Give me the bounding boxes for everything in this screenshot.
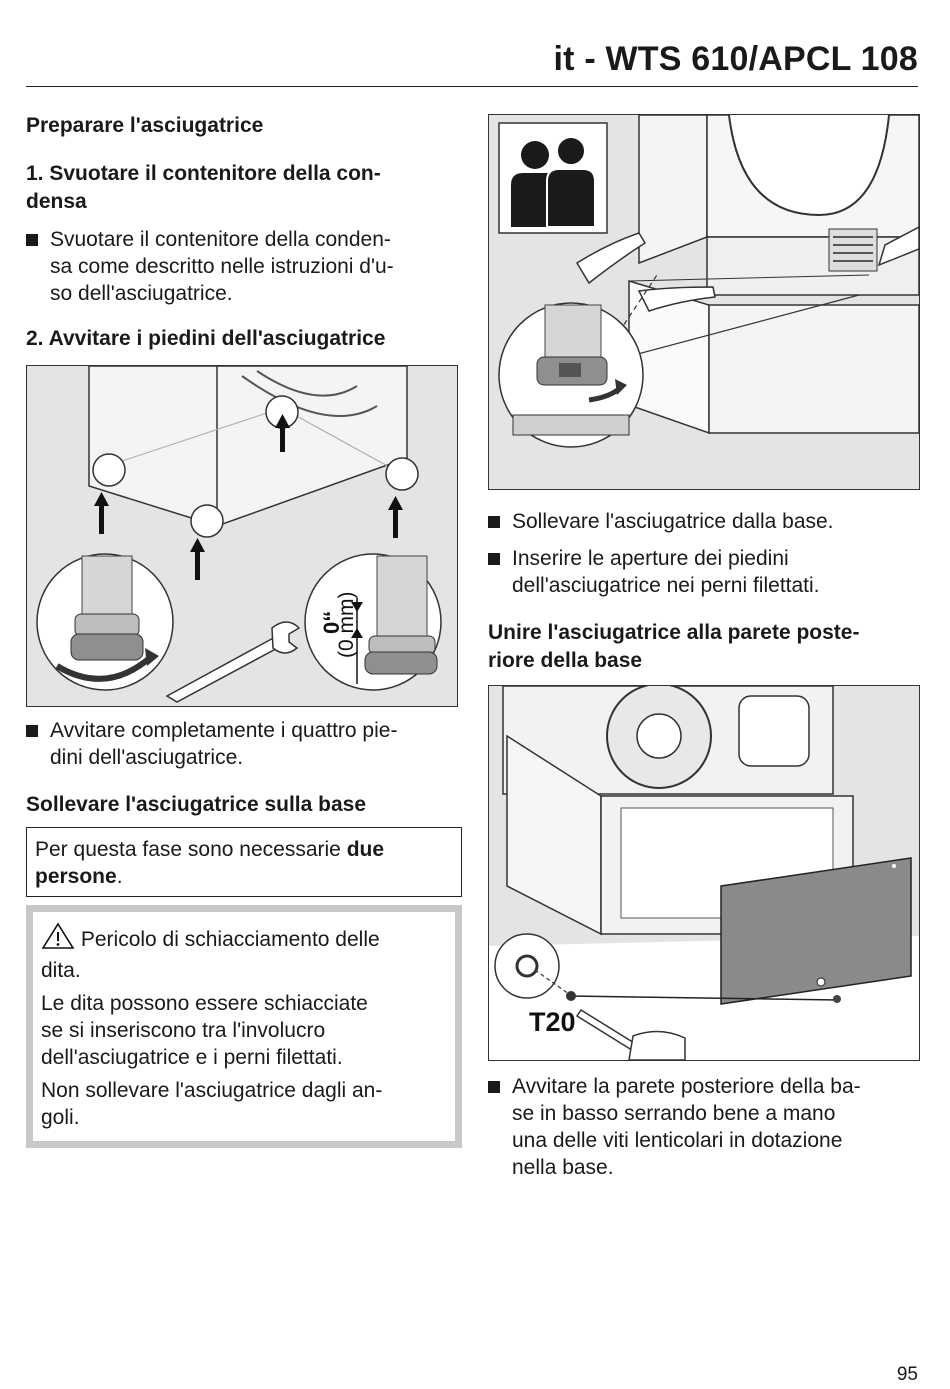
warning-box: Pericolo di schiacciamento delle dita. L…	[26, 905, 462, 1148]
right-bullet2: Inserire le aperture dei piedini dell'as…	[488, 545, 920, 599]
right-bullet3-line1: Avvitare la parete posteriore della ba-	[512, 1075, 861, 1098]
warning-p2-line3: dell'asciugatrice e i perni filettati.	[41, 1046, 343, 1069]
right-bullet2-line2: dell'asciugatrice nei perni filettati.	[512, 574, 820, 597]
join-heading-line2: riore della base	[488, 649, 643, 672]
warning-p2-line1: Le dita possono essere schiacciate	[41, 992, 368, 1015]
figure-rear-panel-illustration: T20	[489, 686, 919, 1060]
warning-p2-line2: se si inseriscono tra l'involucro	[41, 1019, 326, 1042]
right-bullet3-line2: se in basso serrando bene a mano	[512, 1102, 836, 1125]
step2-bullet-line2: dini dell'asciugatrice.	[50, 746, 244, 769]
warning-p3-line1: Non sollevare l'asciugatrice dagli an-	[41, 1079, 383, 1102]
step1-bullet-line2: sa come descritto nelle istruzioni d'u-	[50, 255, 394, 278]
two-persons-icon	[511, 136, 596, 228]
warning-p3-line2: goli.	[41, 1106, 80, 1129]
step1-bullet-line3: so dell'asciugatrice.	[50, 282, 233, 305]
step1-bullet: Svuotare il contenitore della conden- sa…	[26, 226, 462, 307]
figure3-label-t20: T20	[529, 1007, 576, 1037]
step1-heading-line1: 1. Svuotare il contenitore della con-	[26, 162, 381, 185]
step2-bullet-line1: Avvitare completamente i quattro pie-	[50, 719, 398, 742]
step2-heading: 2. Avvitare i piedini dell'asciugatrice	[26, 327, 386, 350]
join-heading: Unire l'asciugatrice alla parete poste- …	[488, 619, 920, 675]
right-column: Sollevare l'asciugatrice dalla base. Ins…	[488, 114, 920, 1181]
figure-screw-feet: 0“ (0 mm)	[26, 365, 458, 707]
header-rule	[26, 86, 918, 87]
note-bold-persone: persone	[35, 865, 117, 888]
step1-heading: 1. Svuotare il contenitore della con- de…	[26, 160, 462, 216]
note-suffix: .	[116, 865, 123, 888]
figure-lift-dryer-illustration	[498, 115, 919, 448]
right-bullet3-line4: nella base.	[512, 1156, 614, 1179]
figure1-label-0-inch: 0“	[319, 611, 344, 634]
step1-heading-line2: densa	[26, 190, 87, 213]
note-text: Per questa fase sono necessarie	[35, 838, 347, 861]
right-bullet1: Sollevare l'asciugatrice dalla base.	[488, 508, 920, 535]
page-header-title: it - WTS 610/APCL 108	[553, 40, 918, 78]
right-bullet3-line3: una delle viti lenticolari in dotazione	[512, 1129, 843, 1152]
left-column: Preparare l'asciugatrice 1. Svuotare il …	[26, 112, 462, 1148]
note-bold-due: due	[346, 838, 385, 861]
figure-lift-dryer	[488, 114, 920, 490]
figure-rear-panel: T20	[488, 685, 920, 1061]
warning-line1: Pericolo di schiacciamento delle	[80, 928, 380, 951]
figure-screw-feet-illustration: 0“ (0 mm)	[36, 366, 442, 703]
right-bullet2-line1: Inserire le aperture dei piedini	[512, 547, 789, 570]
figure1-label-0-mm: (0 mm)	[335, 592, 358, 659]
right-bullet3: Avvitare la parete posteriore della ba- …	[488, 1073, 920, 1181]
page-number: 95	[896, 1364, 918, 1385]
step2-bullet: Avvitare completamente i quattro pie- di…	[26, 717, 462, 771]
warning-line2: dita.	[41, 959, 81, 982]
join-heading-line1: Unire l'asciugatrice alla parete poste-	[488, 621, 860, 644]
note-box: Per questa fase sono necessarie due pers…	[26, 827, 462, 897]
step1-bullet-line1: Svuotare il contenitore della conden-	[50, 228, 391, 251]
section-heading-prepare: Preparare l'asciugatrice	[26, 114, 264, 137]
lift-heading: Sollevare l'asciugatrice sulla base	[26, 793, 367, 816]
warning-triangle-icon	[41, 922, 75, 957]
